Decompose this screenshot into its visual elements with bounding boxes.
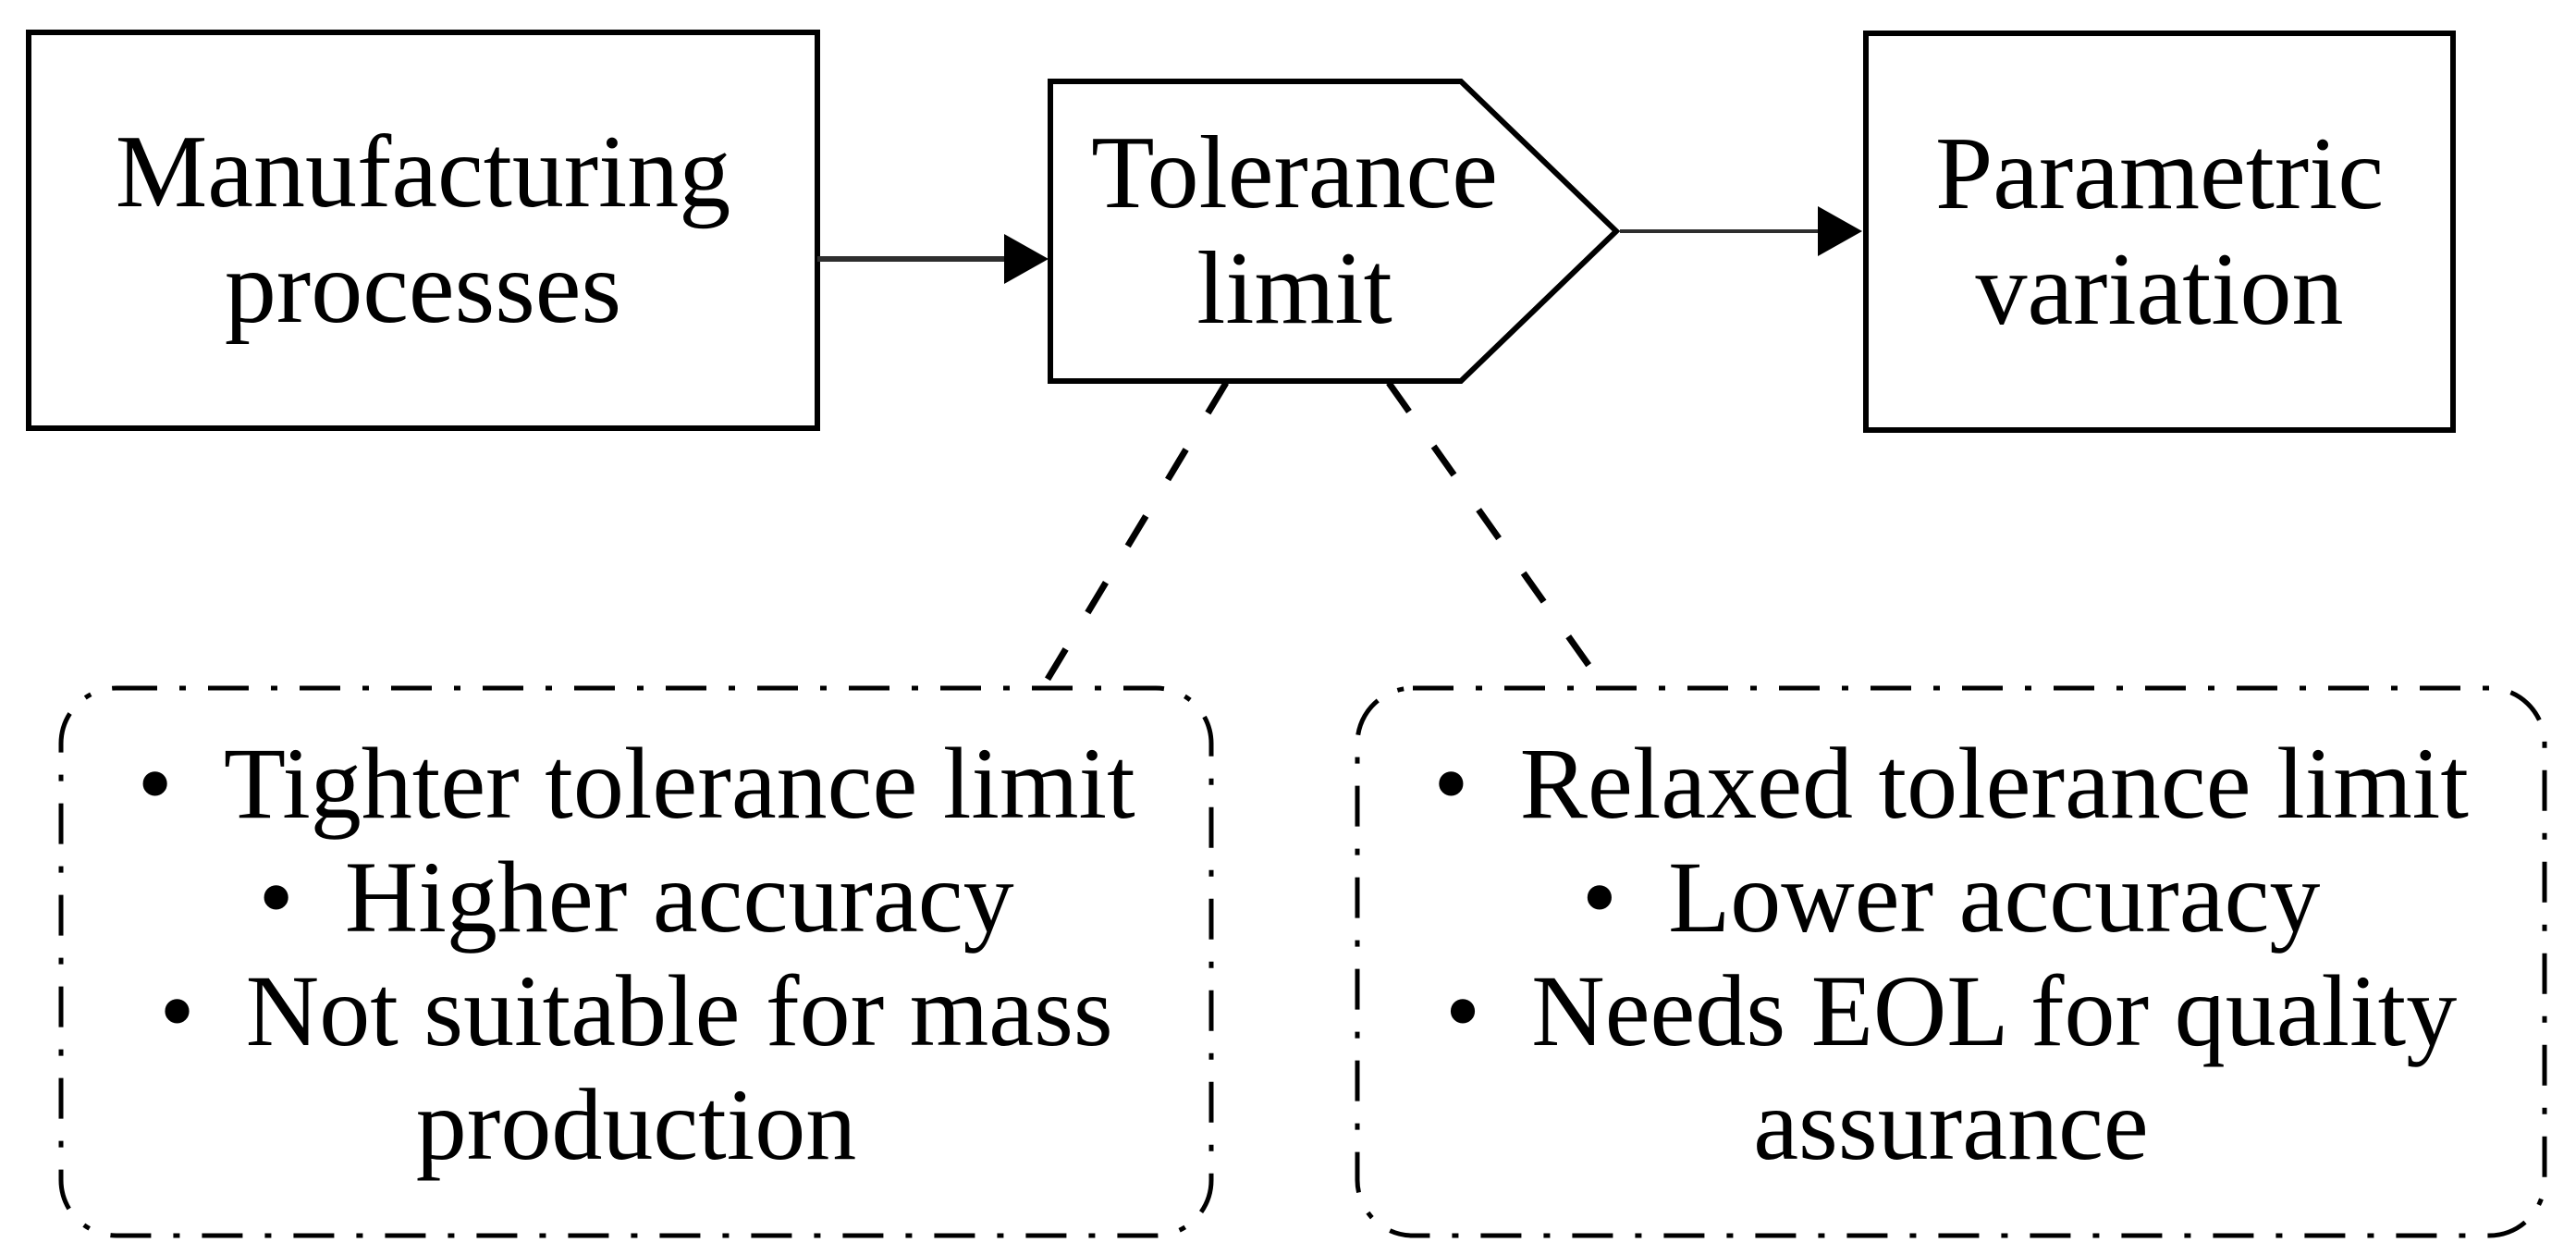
node-label-line: variation: [1975, 231, 2344, 347]
bullet-icon: •: [1433, 727, 1469, 840]
dashed-connector-right: [1386, 380, 1612, 696]
list-item: • Higher accuracy: [258, 841, 1013, 954]
list-item: • Lower accuracy: [1582, 841, 2321, 954]
bullet-icon: •: [1444, 954, 1481, 1067]
arrow-manufacturing-to-tolerance-head: [1004, 234, 1049, 284]
list-item-text: Higher accuracy: [344, 841, 1014, 954]
bullet-icon: •: [1581, 841, 1618, 954]
tight-callout-shape: [58, 685, 1214, 1238]
bullet-icon: •: [159, 954, 195, 1067]
list-item-text: Lower accuracy: [1668, 841, 2321, 954]
relaxed-callout-list: •Relaxed tolerance limit •Lower accuracy…: [1357, 688, 2545, 1236]
manufacturing-box-label: Manufacturing processes: [29, 32, 817, 428]
list-item: • Needs EOL for quality assurance: [1398, 954, 2504, 1182]
list-item-text: Needs EOL for quality assurance: [1531, 954, 2458, 1181]
tolerance-pentagon-label: Tolerance limit: [1050, 81, 1539, 381]
node-label-line: Manufacturing: [115, 115, 731, 229]
parametric-box-shape: [1863, 31, 2456, 433]
dashed-connector-left: [1038, 381, 1229, 692]
bullet-icon: •: [258, 841, 294, 954]
relaxed-callout-shape: [1355, 685, 2547, 1238]
bullet-icon: •: [137, 727, 173, 840]
node-label-line: Parametric: [1934, 116, 2385, 231]
node-label-line: limit: [1196, 231, 1392, 346]
list-item: • Tighter tolerance limit: [137, 727, 1135, 841]
list-item: • Relaxed tolerance limit: [1433, 727, 2469, 841]
node-label-line: Tolerance: [1091, 116, 1498, 230]
parametric-box-label: Parametric variation: [1866, 33, 2453, 430]
tight-callout-list: •Tighter tolerance limit •Higher accurac…: [61, 688, 1211, 1236]
arrow-tolerance-to-parametric-head: [1818, 206, 1862, 256]
list-item-text: Tighter tolerance limit: [223, 727, 1135, 840]
list-item: • Not suitable for mass production: [98, 954, 1174, 1182]
node-label-line: processes: [224, 230, 622, 345]
list-item-text: Not suitable for mass production: [245, 954, 1113, 1181]
list-item-text: Relaxed tolerance limit: [1519, 727, 2469, 840]
tolerance-pentagon-shape: [1048, 79, 1621, 384]
manufacturing-box-shape: [26, 30, 820, 431]
